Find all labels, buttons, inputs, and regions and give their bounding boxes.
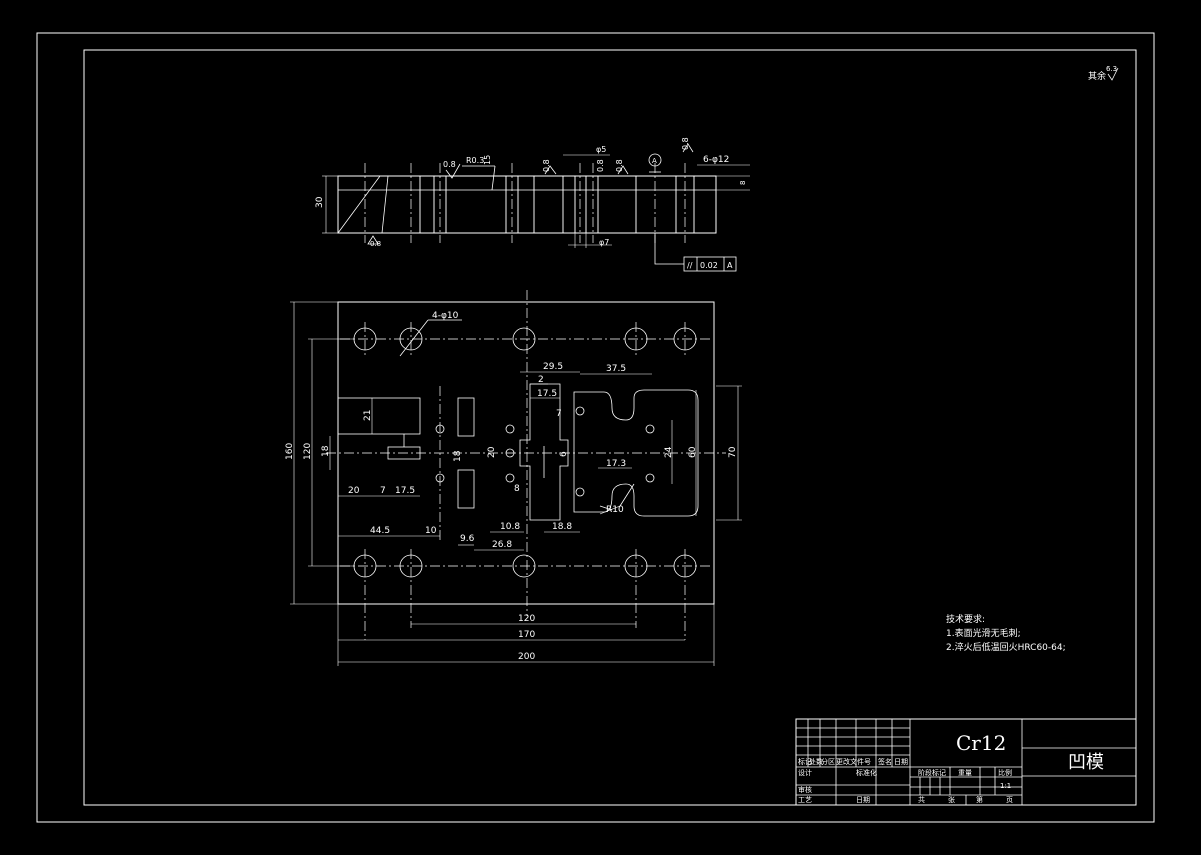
svg-text:10: 10 — [425, 526, 437, 536]
svg-text:其余: 其余 — [1088, 70, 1106, 82]
svg-text:70: 70 — [728, 446, 738, 458]
svg-text:9.6: 9.6 — [460, 534, 475, 544]
svg-text:阶段标记: 阶段标记 — [918, 768, 946, 777]
svg-text:6.3: 6.3 — [1106, 65, 1117, 73]
svg-text:工艺: 工艺 — [798, 796, 812, 804]
svg-text:120: 120 — [303, 443, 313, 460]
svg-text://: // — [687, 261, 693, 270]
svg-text:15: 15 — [483, 155, 492, 165]
svg-text:标准化: 标准化 — [856, 768, 877, 777]
svg-text:A: A — [652, 157, 657, 165]
svg-text:标记: 标记 — [798, 757, 812, 766]
svg-text:重量: 重量 — [958, 769, 972, 777]
svg-text:共: 共 — [918, 795, 925, 804]
slot-upper — [457, 397, 475, 437]
svg-text:分区: 分区 — [821, 757, 835, 766]
svg-text:R10: R10 — [606, 505, 624, 515]
svg-text:17.5: 17.5 — [395, 486, 415, 496]
central-cavity — [519, 383, 569, 521]
inner-frame — [83, 49, 1137, 806]
svg-text:2.淬火后低温回火HRC60-64;: 2.淬火后低温回火HRC60-64; — [946, 641, 1066, 653]
svg-text:0.8: 0.8 — [596, 159, 605, 172]
svg-text:170: 170 — [518, 630, 535, 640]
svg-text:审核: 审核 — [798, 785, 812, 794]
svg-text:26.8: 26.8 — [492, 540, 512, 550]
die-opening-right — [573, 389, 699, 517]
svg-text:张: 张 — [948, 795, 955, 804]
svg-text:φ5: φ5 — [596, 145, 606, 154]
outer-frame — [36, 32, 1155, 823]
label-4-phi10: 4-φ10 — [432, 311, 459, 321]
svg-text:160: 160 — [285, 443, 295, 460]
svg-text:29.5: 29.5 — [543, 362, 563, 372]
svg-text:20: 20 — [487, 446, 497, 458]
svg-text:比例: 比例 — [998, 768, 1012, 777]
section-view: 30 0.8 R0.3 15 0.8 φ5 0.8 0.8 A 0.8 6-φ1… — [315, 137, 750, 272]
svg-text:φ7: φ7 — [599, 238, 609, 247]
plan-view: 4-φ10 160 120 — [285, 290, 742, 666]
svg-text:2: 2 — [538, 375, 544, 385]
title-block: Cr12 凹模 标记 处数 分区 更改文件号 签名 日期 设计 标准化 审核 工… — [795, 718, 1137, 806]
section-outline — [337, 175, 717, 234]
svg-text:20: 20 — [348, 486, 360, 496]
dim-section-height: 30 — [315, 196, 325, 208]
hatch-left-chamfer — [337, 175, 389, 234]
svg-text:技术要求:: 技术要求: — [946, 613, 985, 625]
svg-text:签名: 签名 — [878, 757, 892, 766]
svg-text:日期: 日期 — [856, 796, 870, 804]
part-name: 凹模 — [1068, 752, 1104, 773]
technical-requirements: 技术要求: 1.表面光滑无毛刺; 2.淬火后低温回火HRC60-64; — [946, 613, 1066, 653]
svg-text:120: 120 — [518, 614, 535, 624]
svg-text:60: 60 — [688, 446, 698, 458]
svg-text:0.8: 0.8 — [615, 159, 624, 172]
svg-text:R0.3: R0.3 — [466, 156, 484, 165]
hatch-zone — [445, 175, 507, 234]
material-label: Cr12 — [956, 731, 1006, 755]
svg-text:200: 200 — [518, 652, 535, 662]
svg-text:0.8: 0.8 — [370, 240, 381, 248]
hatch-zone — [419, 175, 435, 234]
svg-text:18: 18 — [321, 445, 331, 457]
svg-text:37.5: 37.5 — [606, 364, 626, 374]
cavity-left — [337, 397, 421, 435]
svg-text:1.表面光滑无毛刺;: 1.表面光滑无毛刺; — [946, 627, 1021, 639]
svg-text:更改文件号: 更改文件号 — [836, 757, 871, 766]
hatch-zone — [585, 175, 599, 234]
svg-text:8: 8 — [739, 181, 747, 185]
svg-text:21: 21 — [363, 410, 373, 421]
svg-text:0.8: 0.8 — [443, 160, 456, 169]
svg-text:6: 6 — [559, 451, 569, 457]
svg-text:第: 第 — [976, 795, 983, 804]
tolerance-frame — [683, 256, 737, 272]
svg-text:44.5: 44.5 — [370, 526, 390, 536]
svg-text:0.02: 0.02 — [700, 261, 718, 270]
svg-text:页: 页 — [1006, 796, 1013, 804]
roughness-note: 其余 6.3 — [1088, 65, 1119, 82]
svg-text:0.8: 0.8 — [681, 137, 690, 150]
label-holes-6-phi12: 6-φ12 — [703, 155, 729, 165]
svg-text:18: 18 — [453, 450, 463, 462]
hatch-zone — [517, 175, 535, 234]
svg-text:处数: 处数 — [809, 757, 823, 766]
svg-text:0.8: 0.8 — [542, 159, 551, 172]
svg-text:设计: 设计 — [798, 768, 812, 777]
hatch-zone — [635, 175, 677, 234]
svg-text:A: A — [727, 261, 733, 270]
hatch-zone — [562, 175, 576, 234]
svg-text:7: 7 — [380, 486, 386, 496]
svg-text:8: 8 — [514, 484, 520, 494]
slot-lower — [457, 469, 475, 509]
datum-circle — [648, 153, 662, 167]
svg-text:17.3: 17.3 — [606, 459, 626, 469]
svg-text:1:1: 1:1 — [1000, 782, 1011, 790]
svg-text:17.5: 17.5 — [537, 389, 557, 399]
svg-text:24: 24 — [664, 446, 674, 458]
svg-text:7: 7 — [556, 409, 562, 419]
hatch-zone — [693, 175, 717, 234]
svg-text:日期: 日期 — [894, 758, 908, 766]
svg-text:10.8: 10.8 — [500, 522, 520, 532]
svg-text:18.8: 18.8 — [552, 522, 572, 532]
